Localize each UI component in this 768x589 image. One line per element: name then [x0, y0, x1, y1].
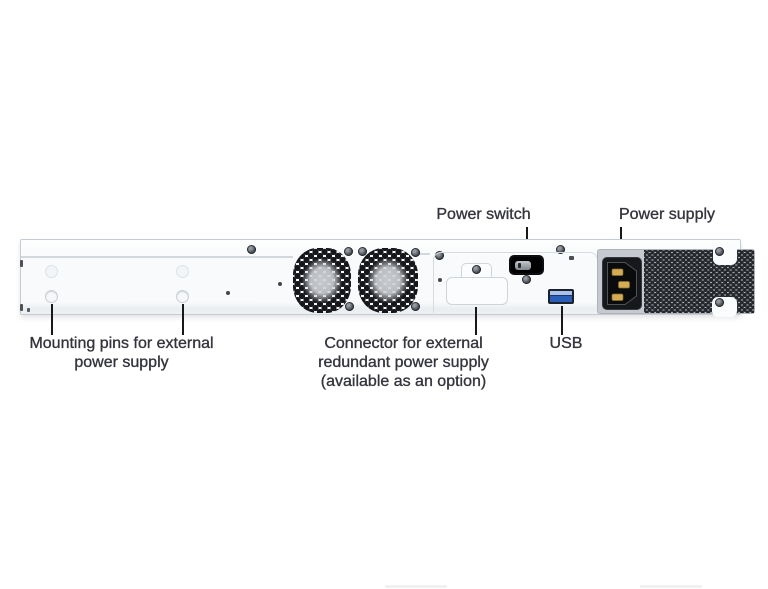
screw	[472, 265, 481, 274]
chassis-lip-line-left	[21, 256, 293, 258]
screw	[358, 247, 367, 256]
small-hole	[278, 282, 282, 286]
mounting-pin-hole	[45, 265, 58, 278]
label-mounting-pins: Mounting pins for external power supply	[29, 335, 214, 371]
small-hole	[438, 278, 442, 282]
power-switch	[509, 255, 544, 275]
usb-port-inner	[550, 291, 572, 302]
leader-line-power-supply	[620, 227, 622, 247]
label-power-switch: Power switch	[436, 206, 531, 223]
mounting-pin-hole	[176, 290, 189, 303]
leader-line-usb	[561, 306, 563, 335]
screw	[247, 245, 256, 254]
label-power-supply: Power supply	[618, 206, 716, 223]
latch-notch	[569, 256, 574, 260]
screw	[411, 248, 420, 257]
power-switch-rocker	[515, 261, 531, 270]
appliance-rear-panel	[20, 239, 754, 317]
screw	[411, 302, 420, 311]
leader-line-mounting-pin-right	[182, 304, 184, 335]
power-supply-module	[598, 244, 754, 317]
bottom-corner-tick	[27, 308, 30, 312]
screw	[715, 298, 724, 307]
screw	[345, 302, 354, 311]
screw	[556, 245, 565, 254]
left-edge-slot	[20, 260, 23, 267]
label-usb: USB	[549, 335, 583, 352]
leader-line-redundant-connector	[475, 307, 477, 335]
power-inlet-icon	[602, 257, 642, 310]
page-bottom-faint-mark	[385, 585, 447, 588]
chassis-lip-line-right	[419, 253, 430, 255]
power-switch-recess	[511, 257, 542, 273]
screw	[715, 247, 724, 256]
psu-vent-grille	[644, 250, 754, 313]
screw	[522, 275, 531, 284]
usb-tongue	[550, 291, 572, 295]
label-redundant-connector: Connector for external redundant power s…	[318, 335, 489, 390]
power-inlet-c14	[602, 257, 642, 310]
screw	[344, 247, 353, 256]
left-edge-slot	[20, 304, 23, 311]
leader-line-mounting-pin-left	[51, 304, 53, 335]
fan-grille-right	[358, 248, 418, 313]
fan-grille-left	[293, 248, 351, 313]
page-bottom-faint-mark	[640, 585, 702, 588]
usb-port	[548, 289, 574, 304]
redundant-psu-blank-plate	[446, 277, 508, 305]
mounting-pin-hole	[176, 265, 189, 278]
io-panel	[433, 252, 598, 313]
mounting-pin-hole	[45, 290, 58, 303]
small-hole	[226, 291, 230, 295]
